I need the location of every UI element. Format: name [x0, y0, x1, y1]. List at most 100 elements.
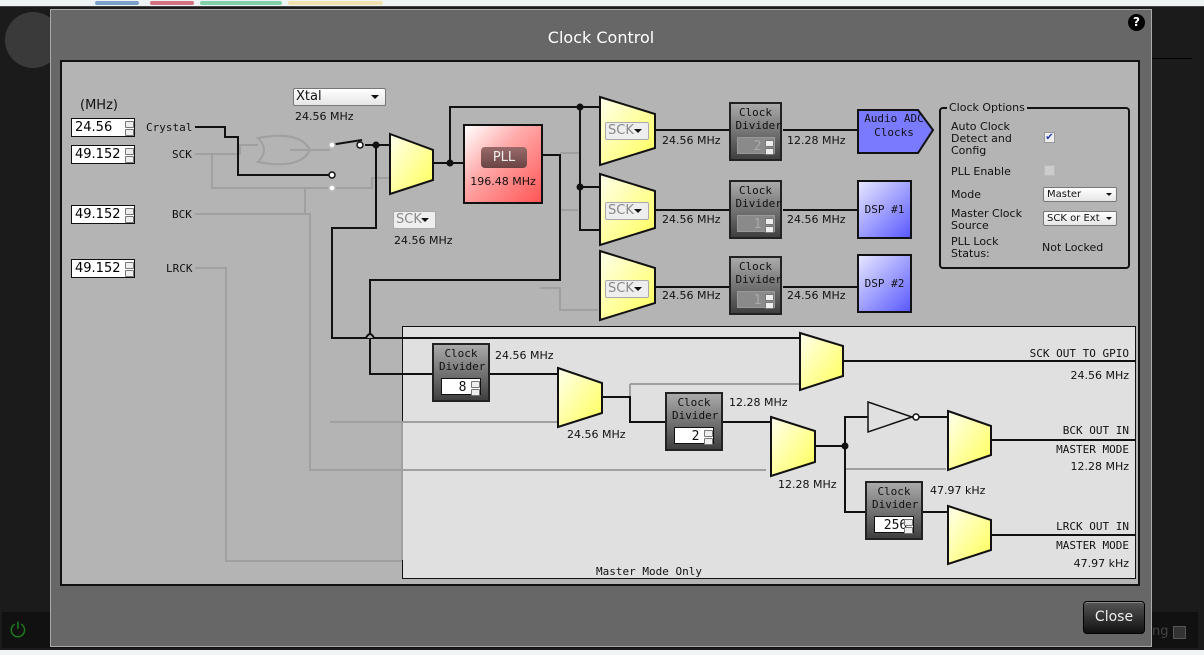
bck-freq-input[interactable]: 49.152	[71, 205, 135, 224]
power-icon[interactable]: ⏻	[10, 618, 26, 642]
dsp2-block: DSP #2	[857, 254, 912, 313]
bck-label: BCK	[172, 208, 192, 221]
clock-source-select[interactable]: Xtal	[293, 88, 386, 106]
close-button[interactable]: Close	[1083, 601, 1145, 634]
path-mux-select[interactable]: SCK	[605, 202, 649, 220]
background-label: ng	[1152, 624, 1169, 639]
path-mux-select[interactable]: SCK	[605, 122, 649, 140]
master-mode-region	[402, 326, 1136, 579]
pll-enable-label: PLL Enable	[951, 165, 1011, 178]
divider-title: Clock Divider	[672, 396, 719, 422]
divider2-out-freq: 12.28 MHz	[729, 396, 788, 409]
path-mux-value: SCK	[608, 203, 634, 218]
pll-enable-checkbox[interactable]	[1044, 165, 1055, 176]
pll-button[interactable]: PLL	[481, 147, 527, 168]
help-icon[interactable]: ?	[1128, 14, 1145, 31]
divider-input[interactable]: 256	[874, 516, 914, 534]
auto-clock-checkbox[interactable]: ✔	[1044, 132, 1055, 143]
path-out-freq: 24.56 MHz	[787, 289, 846, 302]
sck-value: 49.152	[75, 147, 121, 162]
source-freq: 24.56 MHz	[295, 110, 354, 123]
clock-divider-block: Clock Divider 1	[729, 180, 782, 239]
divider-title: Clock Divider	[735, 106, 782, 132]
bck-value: 49.152	[75, 207, 121, 222]
clock-divider-block: Clock Divider 2	[665, 392, 723, 451]
bck-out-mode-label: MASTER MODE	[1056, 443, 1129, 456]
path-mux-value: SCK	[608, 123, 634, 138]
pll-lock-status: Not Locked	[1042, 241, 1104, 254]
mux-b-freq: 12.28 MHz	[778, 478, 837, 491]
background-tab-strip	[0, 0, 1204, 6]
clock-source-value: Xtal	[296, 89, 322, 104]
background-bottom-strip	[0, 650, 1204, 655]
sck-out-label: SCK OUT TO GPIO	[1029, 347, 1129, 360]
clock-divider-block: Clock Divider 8	[432, 343, 490, 402]
divider3-out-freq: 47.97 kHz	[930, 484, 986, 497]
chevron-down-icon	[1106, 217, 1112, 220]
spinner-icon[interactable]	[125, 262, 134, 277]
chevron-down-icon	[1106, 193, 1112, 196]
spinner-icon[interactable]	[125, 208, 134, 223]
divider-value: 8	[458, 380, 467, 395]
chevron-down-icon	[371, 95, 379, 99]
lrck-label: LRCK	[166, 262, 193, 275]
mux1-select[interactable]: SCK	[393, 211, 436, 229]
path-out-freq: 24.56 MHz	[787, 213, 846, 226]
lrck-freq-input[interactable]: 49.152	[71, 259, 135, 278]
mode-select[interactable]: Master	[1043, 187, 1117, 202]
sck-freq-input[interactable]: 49.152	[71, 145, 135, 164]
spinner-icon[interactable]	[125, 121, 134, 136]
chevron-down-icon	[634, 129, 642, 133]
chevron-down-icon	[634, 287, 642, 291]
divider-input[interactable]: 1	[737, 215, 775, 233]
crystal-value: 24.56	[75, 120, 113, 135]
divider-value: 2	[691, 429, 700, 444]
divider1-out-freq: 24.56 MHz	[495, 349, 554, 362]
master-clock-source-value: SCK or Ext	[1047, 213, 1100, 224]
chevron-down-icon	[421, 218, 429, 222]
clock-options-title: Clock Options	[947, 101, 1027, 114]
master-clock-source-label: Master Clock Source	[951, 207, 1022, 232]
chevron-down-icon	[634, 209, 642, 213]
sck-label: SCK	[172, 148, 192, 161]
spinner-icon[interactable]	[765, 294, 774, 309]
spinner-icon[interactable]	[704, 430, 713, 445]
spinner-icon[interactable]	[471, 381, 480, 396]
check-icon: ✔	[1045, 132, 1054, 143]
crystal-label: Crystal	[146, 121, 193, 134]
background-checkbox[interactable]	[1173, 626, 1186, 639]
divider-title: Clock Divider	[735, 260, 782, 286]
pll-block: PLL 196.48 MHz	[463, 124, 543, 204]
path-mux-select[interactable]: SCK	[605, 280, 649, 298]
spinner-icon[interactable]	[904, 519, 913, 534]
mux1-freq: 24.56 MHz	[394, 234, 453, 247]
mode-value: Master	[1047, 189, 1082, 200]
master-clock-source-select[interactable]: SCK or Ext	[1043, 211, 1117, 226]
audio-adc-clocks-label: Audio ADC Clocks	[864, 112, 924, 139]
divider-input[interactable]: 1	[737, 291, 775, 309]
clock-divider-block: Clock Divider 1	[729, 256, 782, 315]
divider-input[interactable]: 8	[441, 378, 481, 396]
crystal-freq-input[interactable]: 24.56	[71, 118, 135, 137]
master-mode-only-label: Master Mode Only	[596, 565, 702, 578]
divider-input[interactable]: 2	[674, 427, 714, 445]
clock-divider-block: Clock Divider 2	[729, 102, 782, 161]
sck-out-freq: 24.56 MHz	[1070, 369, 1129, 382]
bck-out-freq: 12.28 MHz	[1070, 460, 1129, 473]
divider-value: 2	[753, 139, 762, 154]
bck-out-label: BCK OUT IN	[1062, 424, 1129, 437]
divider-value: 1	[753, 293, 762, 308]
clock-divider-block: Clock Divider 256	[865, 481, 923, 540]
divider-input[interactable]: 2	[737, 137, 775, 155]
background-divider	[1152, 58, 1192, 59]
divider-title: Clock Divider	[735, 184, 782, 210]
divider-value: 1	[753, 217, 762, 232]
divider-title: Clock Divider	[439, 347, 486, 373]
pll-freq: 196.48 MHz	[470, 175, 536, 188]
spinner-icon[interactable]	[765, 218, 774, 233]
spinner-icon[interactable]	[765, 140, 774, 155]
dsp1-block: DSP #1	[857, 180, 912, 239]
spinner-icon[interactable]	[125, 148, 134, 163]
lrck-out-label: LRCK OUT IN	[1056, 520, 1129, 533]
clock-options-panel	[939, 107, 1130, 269]
